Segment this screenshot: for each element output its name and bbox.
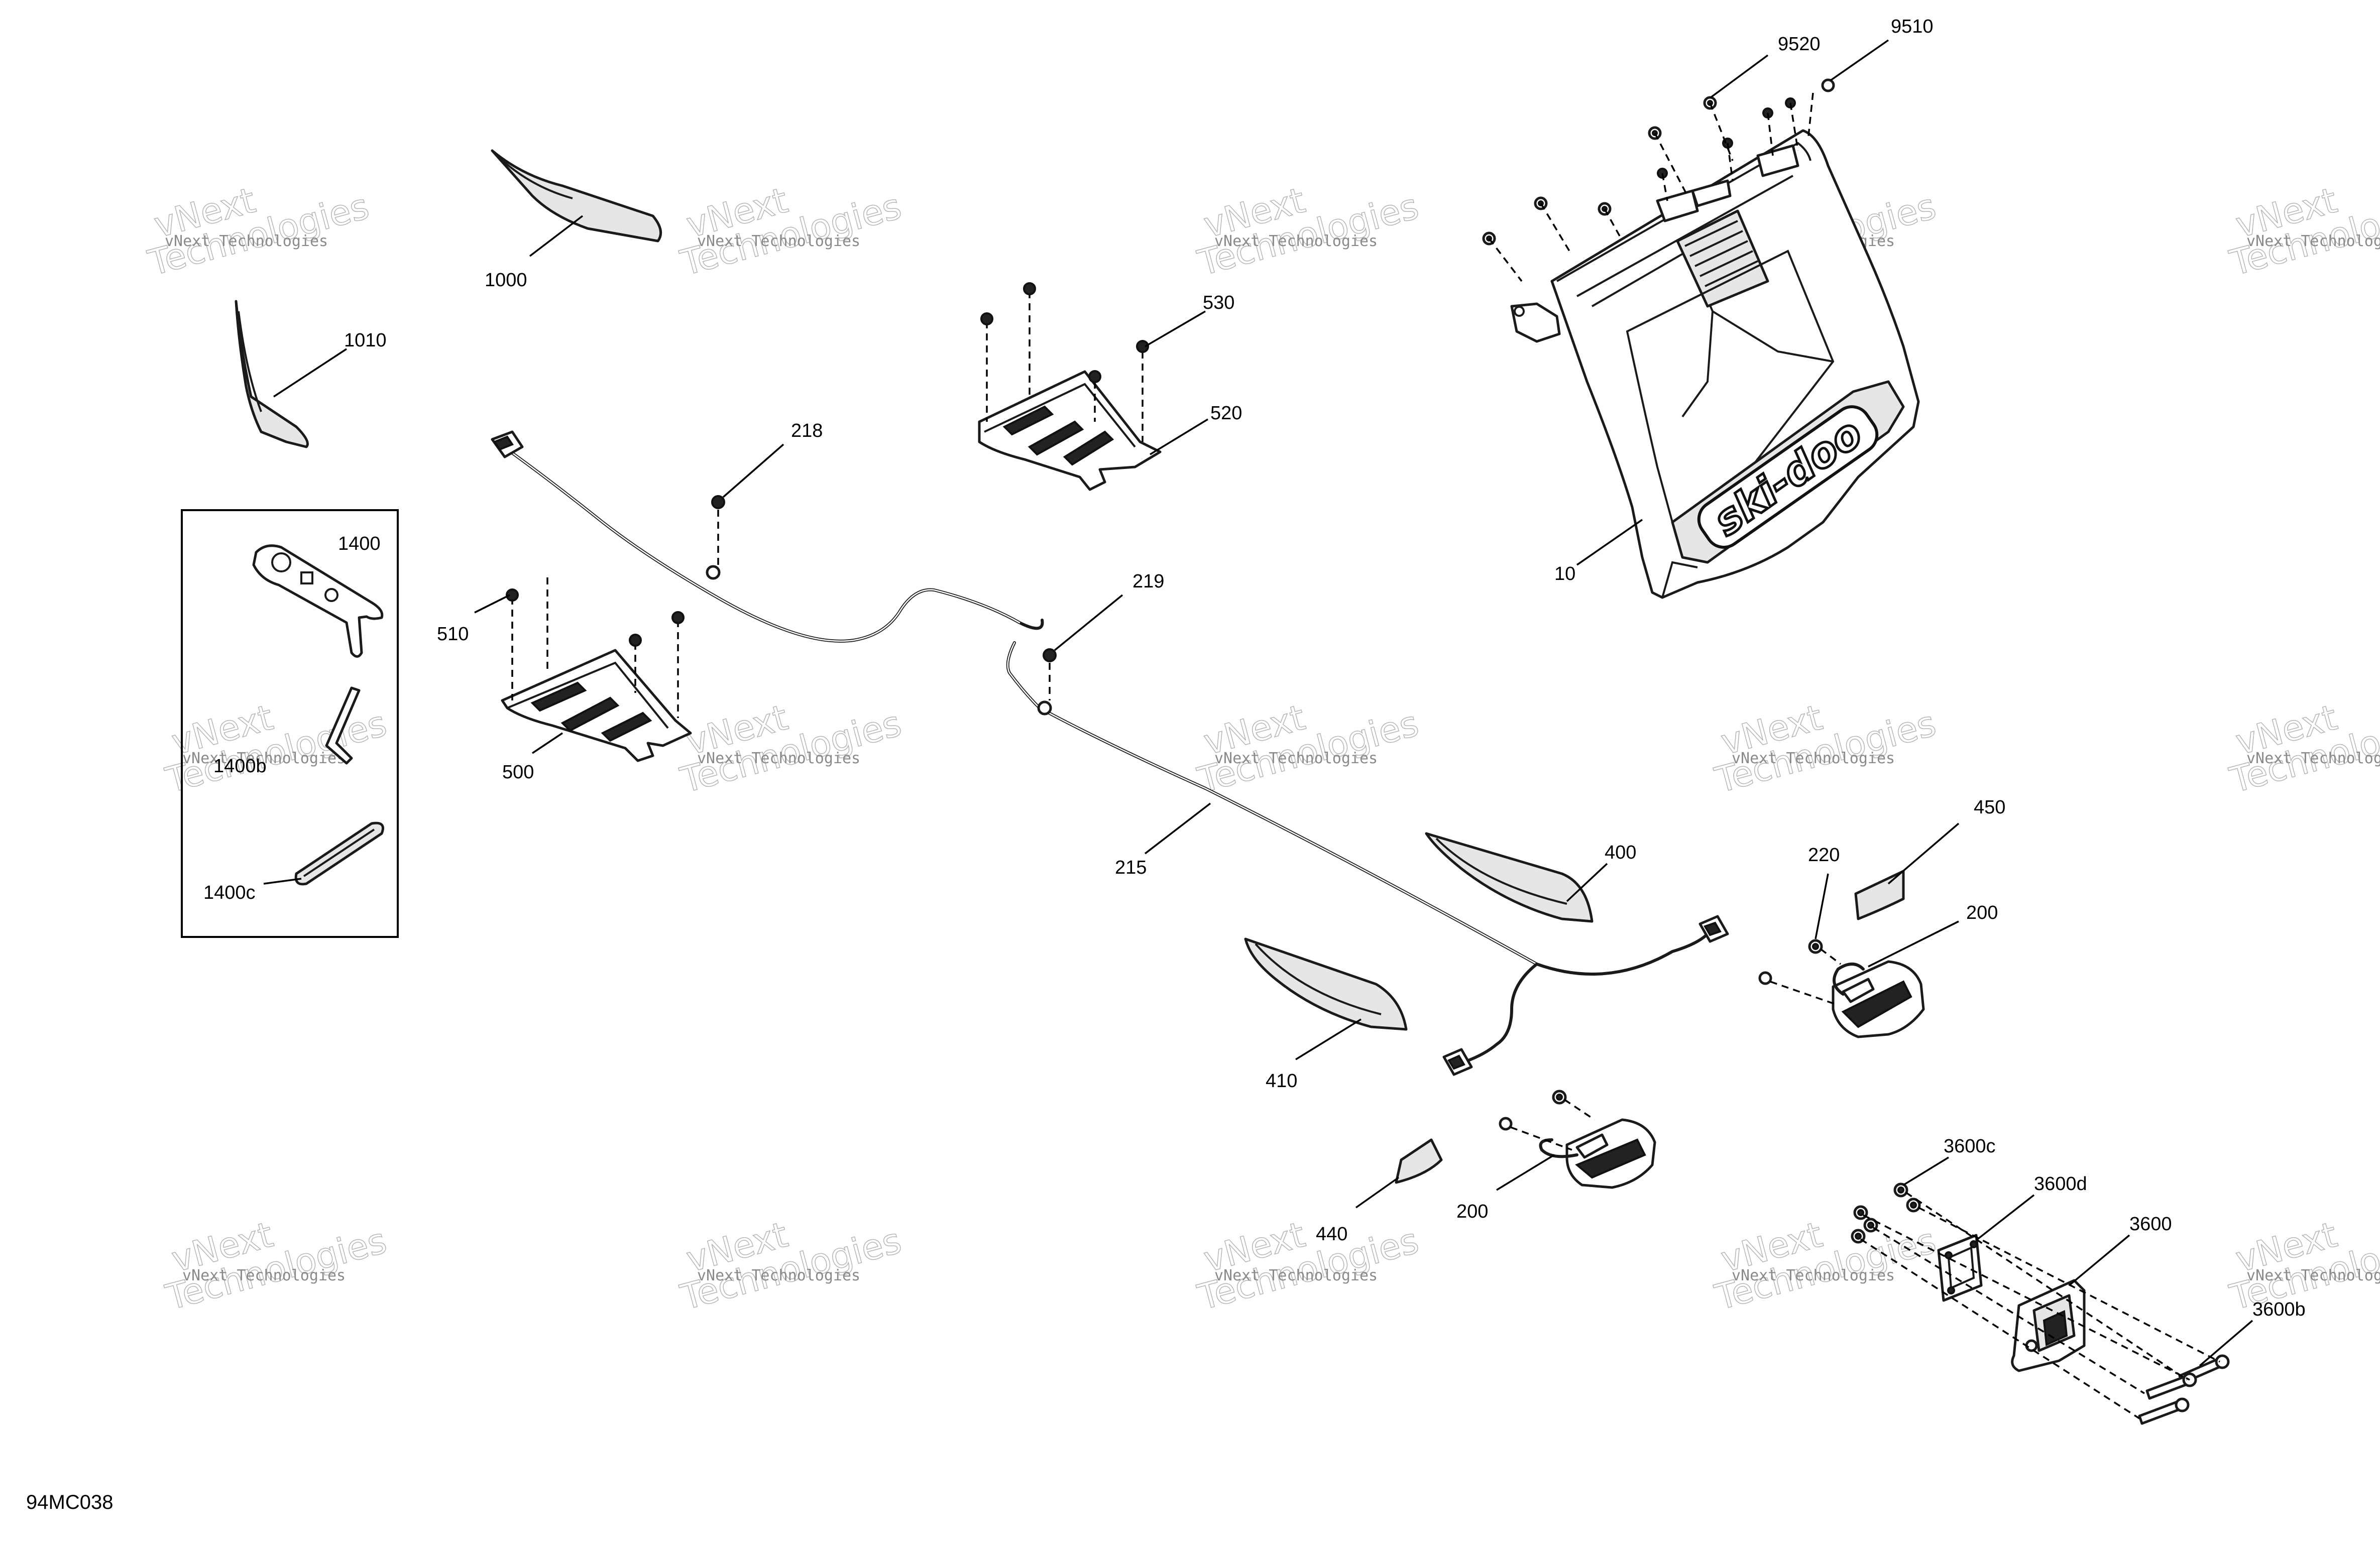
svg-text:vNext Technologies: vNext Technologies bbox=[1732, 750, 1895, 767]
svg-text:vNext Technologies: vNext Technologies bbox=[165, 232, 328, 250]
watermark: vNext Technologies vNext Technologies bbox=[1193, 1214, 1423, 1319]
clip-218 bbox=[711, 443, 784, 567]
callout-410: 410 bbox=[1266, 1071, 1297, 1092]
snow-flap-10: ski-doo bbox=[1510, 129, 1920, 599]
callout-3600c: 3600c bbox=[1944, 1136, 1996, 1157]
watermark: vNext Technologies vNext Technologies bbox=[161, 696, 391, 801]
bracket-520 bbox=[978, 282, 1208, 491]
tool-kit-box: 1400 1400b 1400c bbox=[181, 509, 399, 938]
callout-200-bottom: 200 bbox=[1456, 1201, 1488, 1222]
flap-fasteners bbox=[1482, 39, 1889, 282]
svg-text:vNext Technologies: vNext Technologies bbox=[182, 1267, 346, 1284]
callout-1400c: 1400c bbox=[203, 882, 256, 903]
svg-text:vNext Technologies: vNext Technologies bbox=[1214, 1267, 1378, 1284]
svg-text:vNext Technologies: vNext Technologies bbox=[697, 232, 860, 250]
decal-400 bbox=[1425, 832, 1608, 923]
svg-text:vNext Technologies: vNext Technologies bbox=[697, 1267, 860, 1284]
watermark: vNext Technologies vNext Technologies bbox=[1711, 1214, 1941, 1319]
watermark: vNext Technologies vNext Technologies bbox=[2225, 696, 2380, 801]
svg-text:vNext Technologies: vNext Technologies bbox=[1732, 1267, 1895, 1284]
tail-light-200-left bbox=[1496, 1090, 1656, 1191]
part-1000-decal: 1000 bbox=[485, 149, 662, 291]
callout-220: 220 bbox=[1808, 845, 1840, 866]
watermark: vNext Technologies vNext Technologies bbox=[1193, 179, 1423, 284]
callout-215: 215 bbox=[1115, 857, 1147, 878]
wrench-1400 bbox=[252, 544, 384, 658]
diagram-reference-code: 94MC038 bbox=[26, 1491, 114, 1513]
callout-1400: 1400 bbox=[338, 533, 381, 554]
callout-1000: 1000 bbox=[485, 270, 527, 291]
watermark: vNext Technologies vNext Technologies bbox=[144, 179, 374, 284]
strap-1400c bbox=[263, 821, 384, 886]
callout-510: 510 bbox=[437, 624, 469, 645]
callout-219: 219 bbox=[1132, 571, 1164, 592]
svg-text:vNext Technologies: vNext Technologies bbox=[2246, 1267, 2380, 1284]
watermark: vNext Technologies vNext Technologies bbox=[1193, 696, 1423, 801]
callout-440: 440 bbox=[1316, 1224, 1347, 1245]
harness-215 bbox=[491, 430, 1729, 1076]
watermarks: vNext Technologies vNext Technologies vN… bbox=[144, 179, 2380, 1319]
callout-400: 400 bbox=[1605, 842, 1636, 863]
tail-light-200-right bbox=[1758, 873, 1959, 1038]
part-1010-decal: 1010 bbox=[235, 300, 387, 448]
callout-450: 450 bbox=[1974, 797, 2005, 818]
svg-text:vNext Technologies: vNext Technologies bbox=[697, 750, 860, 767]
watermark: vNext Technologies vNext Technologies bbox=[676, 696, 906, 801]
decal-450 bbox=[1854, 822, 1960, 920]
callout-1400b: 1400b bbox=[213, 756, 267, 777]
decal-410 bbox=[1244, 937, 1408, 1060]
svg-text:vNext Technologies: vNext Technologies bbox=[1214, 232, 1378, 250]
callout-500: 500 bbox=[502, 762, 534, 783]
callout-218: 218 bbox=[791, 420, 823, 441]
callout-10: 10 bbox=[1554, 563, 1575, 584]
callout-1010: 1010 bbox=[344, 330, 387, 351]
watermark: vNext Technologies vNext Technologies bbox=[161, 1214, 391, 1319]
watermark: vNext Technologies vNext Technologies bbox=[1711, 696, 1941, 801]
watermark: vNext Technologies vNext Technologies bbox=[2225, 179, 2380, 284]
callout-9520: 9520 bbox=[1778, 34, 1821, 55]
hex-key-1400b bbox=[325, 686, 361, 765]
decal-440 bbox=[1355, 1138, 1443, 1209]
clip-219 bbox=[1043, 594, 1123, 700]
svg-text:vNext Technologies: vNext Technologies bbox=[1214, 750, 1378, 767]
svg-text:vNext Technologies: vNext Technologies bbox=[182, 750, 346, 767]
watermark: vNext Technologies vNext Technologies bbox=[676, 1214, 906, 1319]
callout-200-top: 200 bbox=[1966, 902, 1998, 923]
callout-3600: 3600 bbox=[2129, 1214, 2172, 1235]
svg-text:vNext Technologies: vNext Technologies bbox=[2246, 750, 2380, 767]
watermark: vNext Technologies vNext Technologies bbox=[676, 179, 906, 284]
callout-530: 530 bbox=[1203, 292, 1234, 313]
bracket-500 bbox=[474, 577, 692, 762]
svg-text:vNext Technologies: vNext Technologies bbox=[2246, 232, 2380, 250]
callout-520: 520 bbox=[1210, 403, 1242, 424]
hitch-3600 bbox=[1851, 1156, 2253, 1425]
callout-3600b: 3600b bbox=[2252, 1299, 2306, 1320]
callout-3600d: 3600d bbox=[2034, 1173, 2087, 1195]
callout-9510: 9510 bbox=[1891, 16, 1934, 37]
